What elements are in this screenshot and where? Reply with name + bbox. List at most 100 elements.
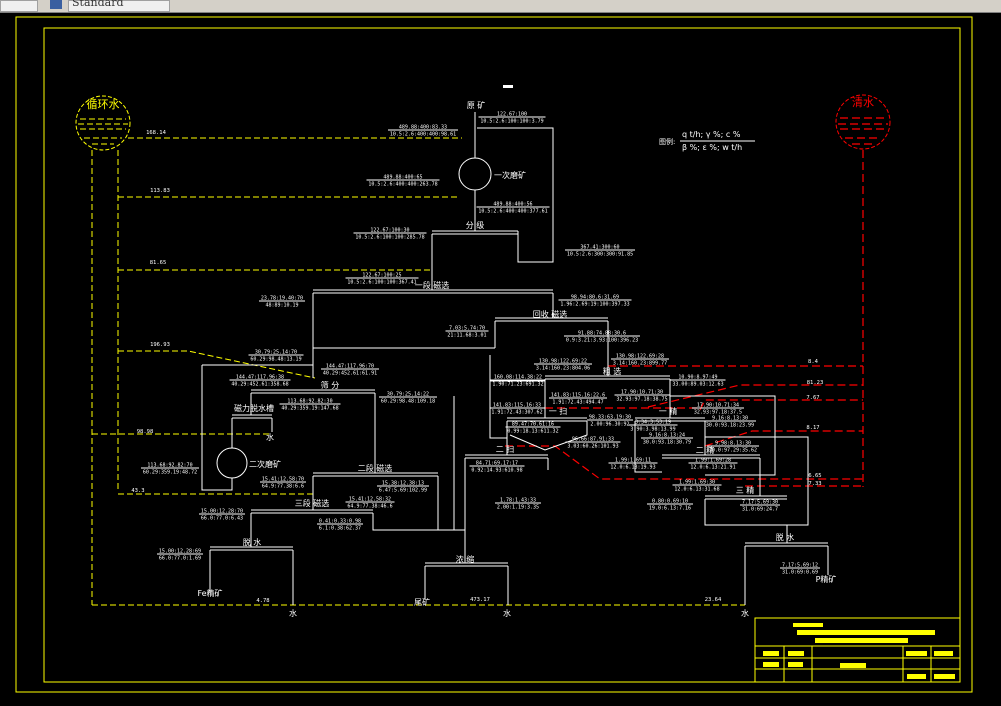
stream-label: 96.66:87.91:333.03:60.26:101.93 bbox=[565, 437, 621, 450]
separator-unit bbox=[251, 509, 373, 514]
stream-label-top: 1.99:1.69:28 bbox=[695, 458, 731, 464]
recycled-water-flow: 98.98 bbox=[137, 429, 154, 435]
stream-label-bottom: 40.29:452.61:358.68 bbox=[231, 382, 288, 388]
stream-label-bottom: 10.5:2.6:100:100:285.78 bbox=[355, 235, 424, 241]
stream-label-top: 7.17:5.69:12 bbox=[782, 563, 818, 569]
unit-name-tailings: 尾矿 bbox=[414, 597, 430, 607]
title-block bbox=[754, 617, 961, 683]
text-style-icon[interactable] bbox=[50, 0, 62, 9]
separator-unit bbox=[232, 414, 272, 419]
stream-label-top: 17.90:10.71:30 bbox=[621, 390, 663, 396]
stream-label-top: 122.67:100:25 bbox=[362, 273, 401, 279]
stream-label-bottom: 10.5:2.6:100:100:3.79 bbox=[480, 119, 543, 125]
unit-name-water3: 水 bbox=[741, 608, 749, 618]
stream-label: 141.83:115.16:331.91:72.43:307.62 bbox=[489, 403, 545, 416]
stream-label-top: 489.88:400:56 bbox=[493, 202, 532, 208]
stream-label-bottom: 60.29:98.48:13.19 bbox=[250, 357, 301, 363]
clean-water-flow: 6.65 bbox=[808, 473, 821, 479]
process-flow-lines bbox=[201, 112, 829, 605]
stream-label-top: 10.90:8.97:49 bbox=[678, 375, 717, 381]
unit-name-rougher: 粗 选 bbox=[603, 366, 622, 376]
unit-name-mag3: 三段 磁选 bbox=[295, 498, 330, 508]
clean-water-flow: 8.17 bbox=[806, 425, 819, 431]
stream-label-top: 9.16:8.13:30 bbox=[712, 416, 748, 422]
stream-label-top: 1.78:1.43:33 bbox=[500, 498, 536, 504]
separator-unit bbox=[545, 375, 670, 380]
stream-label-bottom: 6.1:0.38:62.37 bbox=[319, 526, 361, 532]
clean-water-flow: 7.33 bbox=[808, 481, 821, 487]
stream-label-top: 17.90:10.71:34 bbox=[697, 403, 739, 409]
stream-label-top: 30.79:25.14:70 bbox=[255, 350, 297, 356]
separator-unit bbox=[251, 389, 375, 394]
clean-water-label: 清水 bbox=[852, 96, 874, 109]
recycled-water-flow: 23.64 bbox=[705, 597, 722, 603]
stream-label: 15.38:12.38:136.47:5.69:102.99 bbox=[377, 481, 429, 494]
unit-name-clean2: 二 精 bbox=[696, 445, 715, 455]
legend-title: 图例: bbox=[659, 137, 675, 146]
unit-name-clean1: 一 精 bbox=[659, 406, 678, 416]
unit-name-water-tank: 水 bbox=[266, 432, 274, 442]
stream-label: 3.34:3.53:193.90:3.98:13.99 bbox=[628, 420, 678, 433]
stream-label-top: 122.67:100 bbox=[497, 112, 527, 118]
stream-label-bottom: 10.5:2.6:400:400:263.78 bbox=[368, 182, 437, 188]
stream-label-bottom: 10.5:2.6:100:100:367.41 bbox=[347, 280, 416, 286]
stream-label-bottom: 64.9:77.38:6.6 bbox=[262, 484, 304, 490]
style-dropdown[interactable] bbox=[68, 0, 170, 12]
separator-unit bbox=[495, 317, 608, 322]
stream-label-top: 489.88:400:65 bbox=[383, 175, 422, 181]
stream-label-top: 113.68:92.82:70 bbox=[147, 463, 192, 469]
stream-label-top: 144.47:117.96:38 bbox=[236, 375, 284, 381]
unit-name-clean3: 三 精 bbox=[736, 485, 755, 495]
secondary-grinding-mill bbox=[216, 447, 248, 479]
stream-label-bottom: 30.0:93.18:30.79 bbox=[643, 440, 691, 446]
separator-unit bbox=[425, 562, 508, 567]
unit-name-primary-grinding: 一次磨矿 bbox=[494, 170, 526, 180]
stream-label: 130.98:122.69:283.14:160.23:899.77 bbox=[611, 354, 669, 367]
stream-label-bottom: 33.00:89.03:12.63 bbox=[672, 382, 723, 388]
stream-label-bottom: 0.99:18.13:611.32 bbox=[507, 429, 558, 435]
stream-label-bottom: 30.0:93.18:23.99 bbox=[706, 423, 754, 429]
layer-dropdown[interactable] bbox=[0, 0, 38, 12]
recycled-water-flow: 43.3 bbox=[131, 488, 144, 494]
stream-label: 0.41:0.33:0.986.1:0.38:62.37 bbox=[317, 519, 363, 532]
separator-unit bbox=[313, 472, 438, 477]
stream-label-bottom: 32.93:97.18:37.5 bbox=[694, 410, 742, 416]
stream-label-top: 89.47:70.61:16 bbox=[512, 422, 554, 428]
stream-label-top: 1.99:1.69:30 bbox=[679, 480, 715, 486]
unit-name-dewater-tank: 磁力脱水槽 bbox=[234, 403, 274, 413]
stream-label-top: 15.38:12.38:13 bbox=[382, 481, 424, 487]
stream-label-top: 9.16:8.13:24 bbox=[649, 433, 685, 439]
stream-label-top: 141.83:115.16:33 bbox=[493, 403, 541, 409]
stream-label: 84.71:69.17:170.92:14.93:610.98 bbox=[469, 461, 525, 474]
unit-name-recovery-mag: 回收 磁选 bbox=[533, 309, 568, 319]
stream-label-bottom: 66.0:77.0:6.43 bbox=[201, 516, 243, 522]
separator-unit bbox=[662, 454, 760, 459]
stream-label-bottom: 3.14:160.23:804.06 bbox=[536, 366, 590, 372]
unit-name-thickening: 浓 缩 bbox=[456, 554, 475, 564]
stream-label: 1.78:1.43:332.00:1.19:3.35 bbox=[495, 498, 541, 511]
stream-label-bottom: 30.0:97.29:35.62 bbox=[709, 448, 757, 454]
stream-label-top: 9.98:8.13:30 bbox=[715, 441, 751, 447]
stream-label-top: 122.67:100:30 bbox=[370, 228, 409, 234]
recycled-water-flow: 81.65 bbox=[150, 260, 167, 266]
unit-name-raw-ore: 原 矿 bbox=[467, 100, 486, 110]
unit-name-scav1: 一 扫 bbox=[549, 406, 568, 416]
stream-label-top: 7.03:5.74:70 bbox=[449, 326, 485, 332]
unit-name-water2: 水 bbox=[503, 608, 511, 618]
recycled-water-flow: 4.78 bbox=[256, 598, 269, 604]
stream-label-bottom: 1.91:72.43:494.47 bbox=[552, 400, 603, 406]
